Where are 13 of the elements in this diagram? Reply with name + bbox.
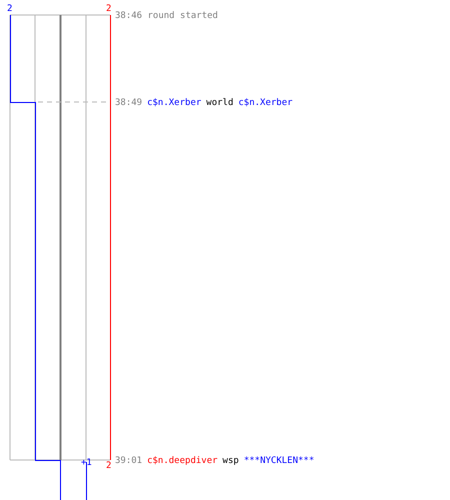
player-name: c$n.Xerber xyxy=(238,98,293,108)
timestamp: 39:01 xyxy=(115,456,142,466)
log-message: 38:46 round started xyxy=(115,11,218,21)
weapon-name: world xyxy=(206,98,234,108)
score-value: 2 xyxy=(106,461,112,471)
score-change: +1 xyxy=(81,458,92,468)
player-name: c$n.Xerber xyxy=(147,98,202,108)
weapon-name: wsp xyxy=(222,456,239,466)
player-name: ***NYCKLEN*** xyxy=(244,456,314,466)
score-value: 2 xyxy=(7,4,12,14)
score-value: 2 xyxy=(106,4,112,14)
timestamp: 38:49 xyxy=(115,98,142,108)
player-name: c$n.deepdiver xyxy=(147,456,218,466)
